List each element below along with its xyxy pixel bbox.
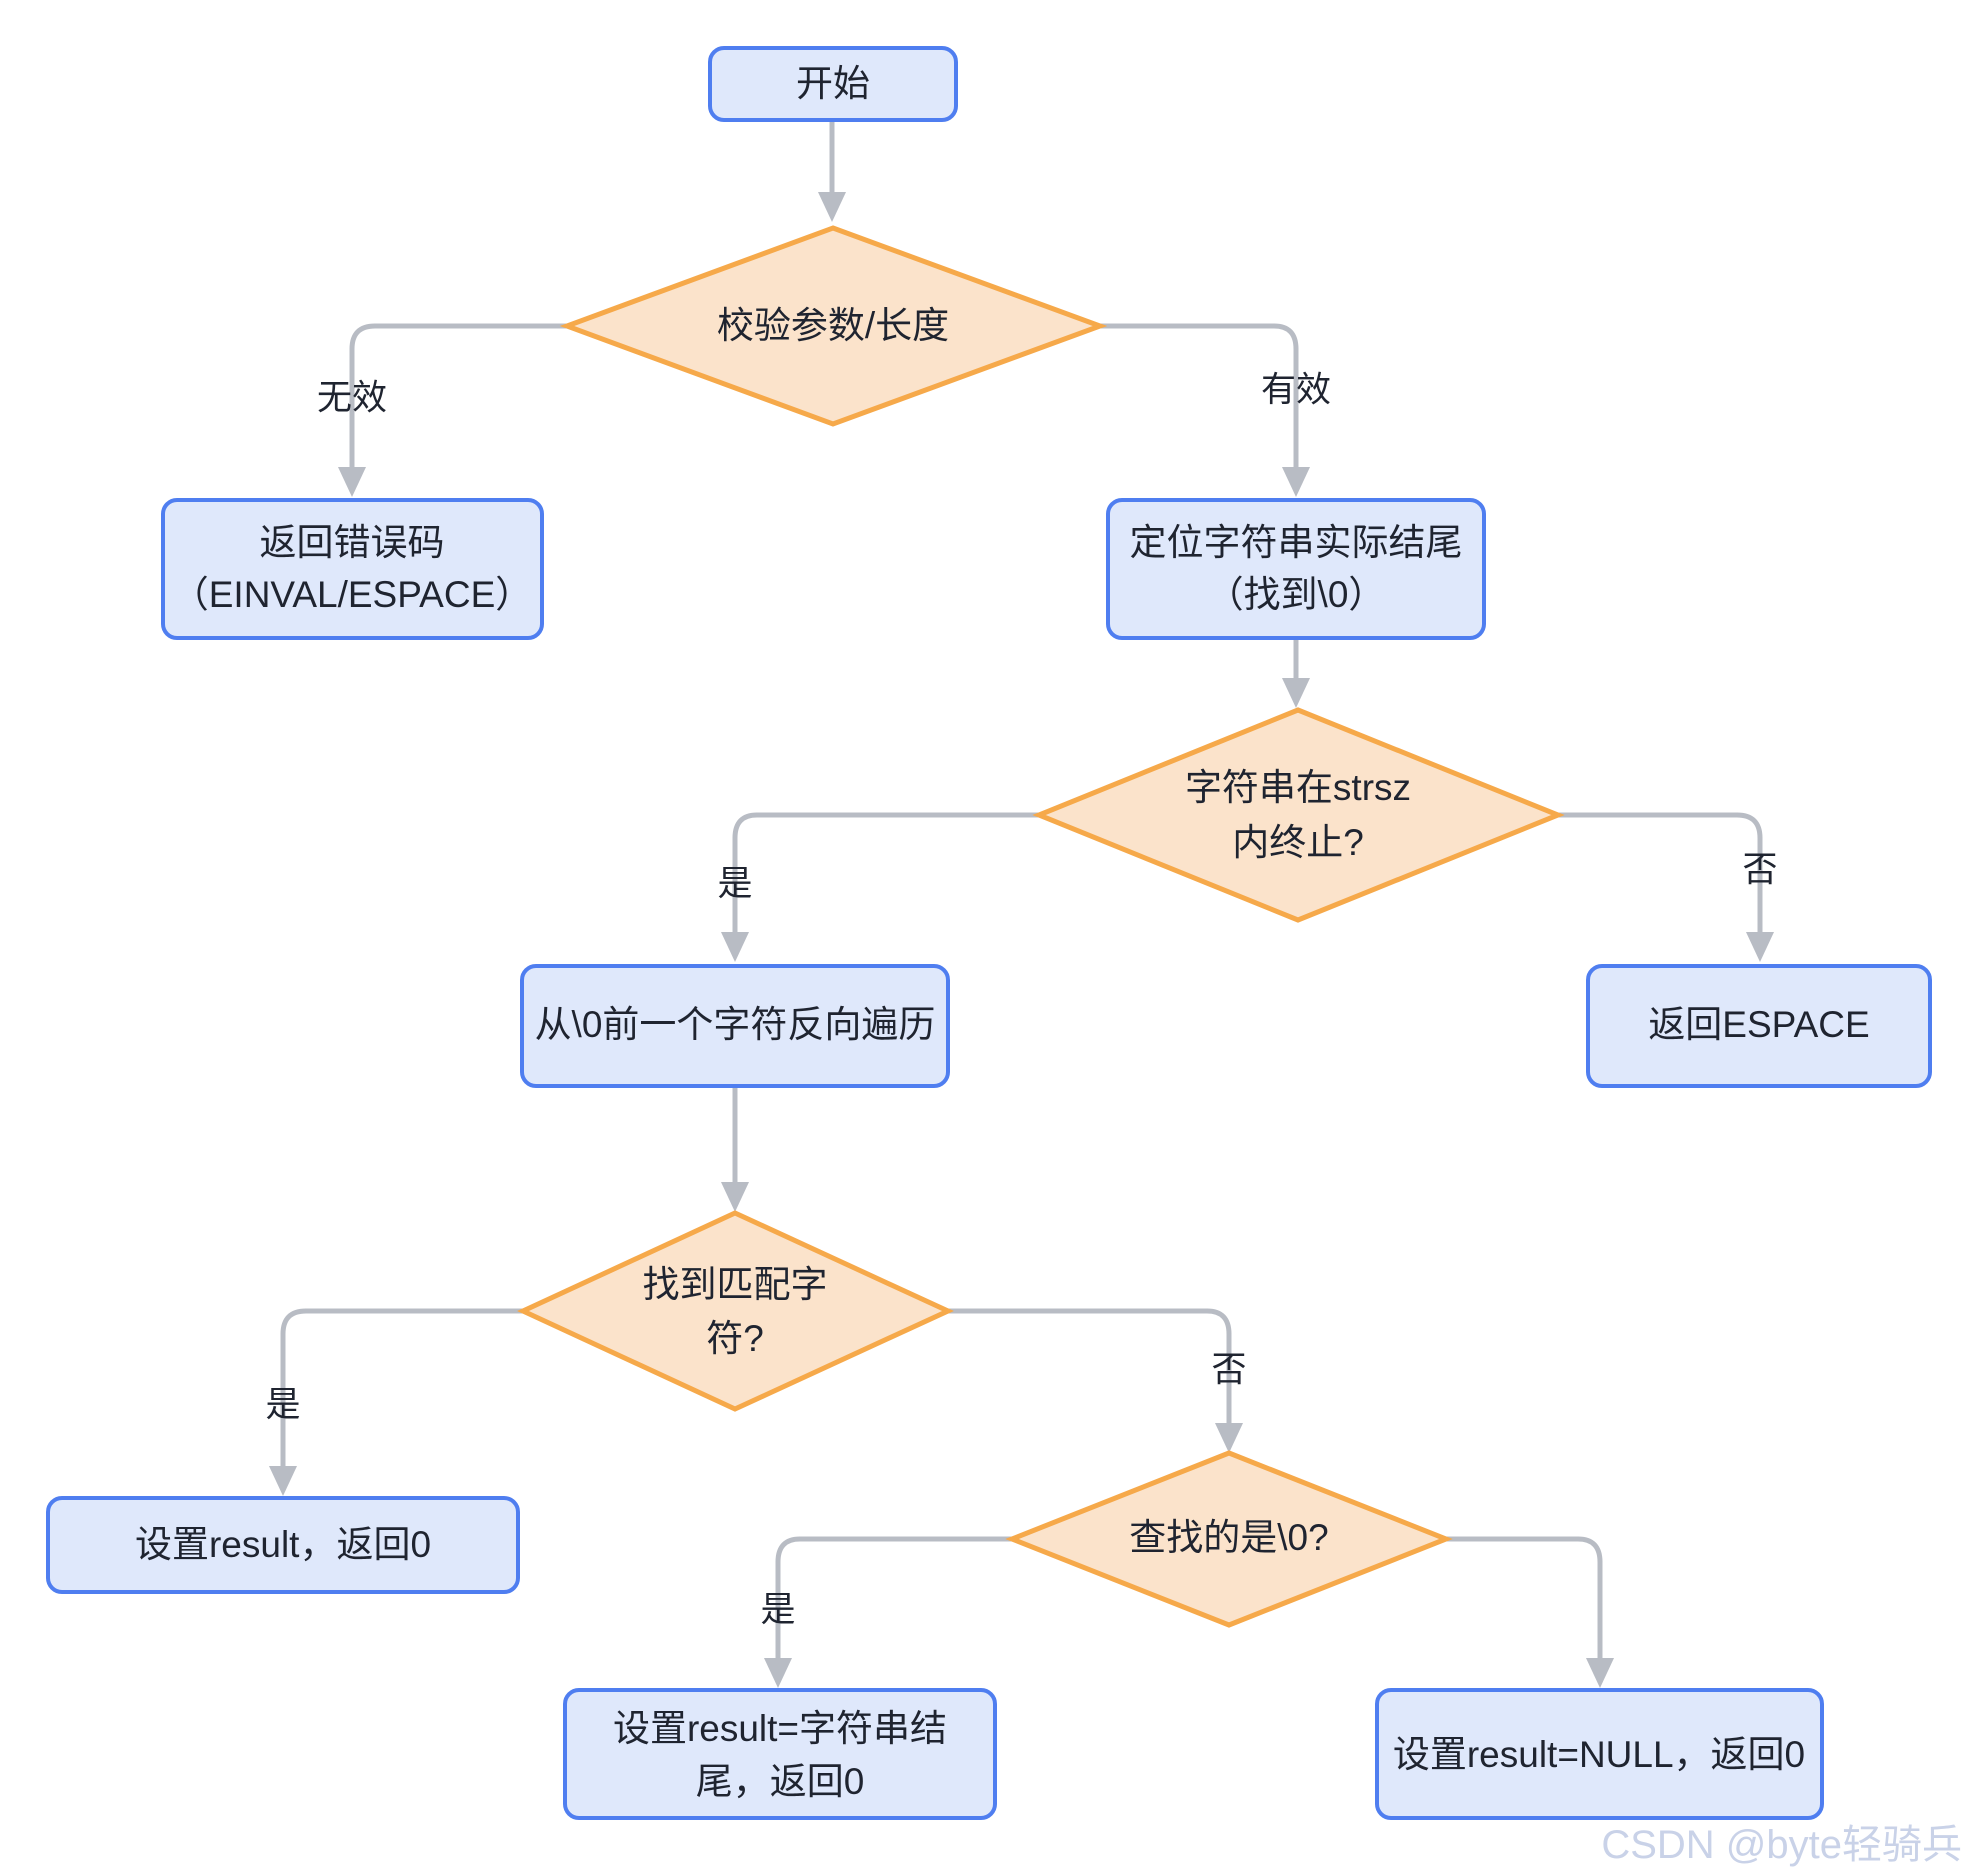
edge-line [1446,1536,1603,1660]
node-terminate-in-strsz[interactable]: 字符串在strsz 内终止? [1032,707,1565,923]
node-set-result-null-label: 设置result=NULL，返回0 [1393,1734,1805,1775]
arrow-head [269,1466,297,1496]
node-locate-end-line1: 定位字符串实际结尾 [1130,522,1463,563]
edge-line [1556,812,1763,932]
edge-validate-to-locate-end: 有效 [1100,323,1331,497]
node-start-label: 开始 [796,63,870,104]
edge-locate-end-to-terminate [1282,640,1310,708]
edge-line [349,323,568,468]
node-return-error-line2: （EINVAL/ESPACE） [172,574,533,615]
arrow-head [721,1182,749,1212]
node-set-result-null-shape[interactable] [1375,1688,1824,1820]
edge-line [1100,323,1299,468]
node-return-espace-shape[interactable] [1586,964,1932,1088]
node-locate-end-shape[interactable] [1106,498,1486,640]
edge-label-valid: 有效 [1261,370,1331,409]
node-set-result-shape[interactable] [46,1496,520,1594]
arrow-head [818,192,846,222]
node-search-is-nul[interactable]: 查找的是\0? [1005,1450,1453,1628]
node-validate-shape[interactable] [559,225,1108,427]
edge-label-yes-strsz: 是 [717,864,752,903]
node-set-result-end-line1: 设置result=字符串结 [613,1708,947,1749]
edge-validate-to-return-error: 无效 [317,323,568,497]
arrow-head [764,1658,792,1688]
edge-terminate-to-return-espace: 否 [1556,812,1778,962]
arrow-head [1215,1423,1243,1453]
edge-search-is-nul-to-set-result-null [1446,1536,1614,1688]
node-return-espace-label: 返回ESPACE [1648,1004,1869,1045]
watermark-label: CSDN @byte轻骑兵 [1601,1823,1962,1867]
arrow-head [1586,1658,1614,1688]
edge-found-match-to-search-is-nul: 否 [946,1308,1247,1453]
edge-terminate-to-reverse-scan: 是 [717,812,1040,962]
arrow-head [1746,932,1774,962]
node-locate-end[interactable]: 定位字符串实际结尾 （找到\0） [1106,498,1486,640]
node-set-result-label: 设置result，返回0 [135,1524,431,1565]
edge-line [775,1536,1012,1660]
node-start-shape[interactable] [708,46,958,122]
edge-layer: 无效 有效 是 否 [265,120,1778,1688]
node-set-result-null[interactable]: 设置result=NULL，返回0 [1375,1688,1824,1820]
arrow-head [721,932,749,962]
node-reverse-scan[interactable]: 从\0前一个字符反向遍历 [520,964,950,1088]
node-reverse-scan-label: 从\0前一个字符反向遍历 [535,1004,936,1045]
edge-line [280,1308,524,1467]
edge-search-is-nul-to-set-result-end: 是 [760,1536,1012,1688]
node-search-is-nul-shape[interactable] [1005,1450,1453,1628]
arrow-head [338,467,366,497]
node-set-result-end-shape[interactable] [563,1688,997,1820]
node-reverse-scan-shape[interactable] [520,964,950,1088]
node-found-match-shape[interactable] [517,1210,954,1412]
node-found-match-line2: 符? [706,1318,764,1359]
arrow-head [1282,678,1310,708]
node-validate-label: 校验参数/长度 [717,305,949,346]
edge-label-yes-match: 是 [265,1385,300,1424]
node-validate[interactable]: 校验参数/长度 [559,225,1108,427]
node-found-match[interactable]: 找到匹配字 符? [517,1210,954,1412]
edge-line [732,812,1040,932]
node-terminate-line1: 字符串在strsz [1185,767,1411,808]
edge-label-invalid: 无效 [317,378,387,417]
node-set-result-end[interactable]: 设置result=字符串结 尾，返回0 [563,1688,997,1820]
edge-start-to-validate [818,120,846,222]
edge-label-no-match: 否 [1211,1350,1246,1389]
node-set-result[interactable]: 设置result，返回0 [46,1496,520,1594]
node-terminate-in-strsz-shape[interactable] [1032,707,1565,923]
node-terminate-line2: 内终止? [1232,822,1364,863]
node-search-is-nul-label: 查找的是\0? [1129,1517,1328,1558]
node-return-error-shape[interactable] [161,498,544,640]
node-return-espace[interactable]: 返回ESPACE [1586,964,1932,1088]
node-return-error[interactable]: 返回错误码 （EINVAL/ESPACE） [161,498,544,640]
node-locate-end-line2: （找到\0） [1207,574,1386,615]
arrow-head [1282,467,1310,497]
edge-label-no-strsz: 否 [1742,850,1777,889]
edge-found-match-to-set-result: 是 [265,1308,524,1496]
node-set-result-end-line2: 尾，返回0 [696,1761,865,1802]
edge-line [946,1308,1232,1425]
node-found-match-line1: 找到匹配字 [643,1264,828,1305]
edge-label-yes-nul: 是 [760,1590,795,1629]
node-return-error-line1: 返回错误码 [260,522,445,563]
node-start[interactable]: 开始 [708,46,958,122]
node-layer: 开始 校验参数/长度 返回错误码 （EINVAL/ESPACE） 定位字符串实际… [46,46,1932,1820]
edge-reverse-scan-to-found-match [721,1087,749,1212]
